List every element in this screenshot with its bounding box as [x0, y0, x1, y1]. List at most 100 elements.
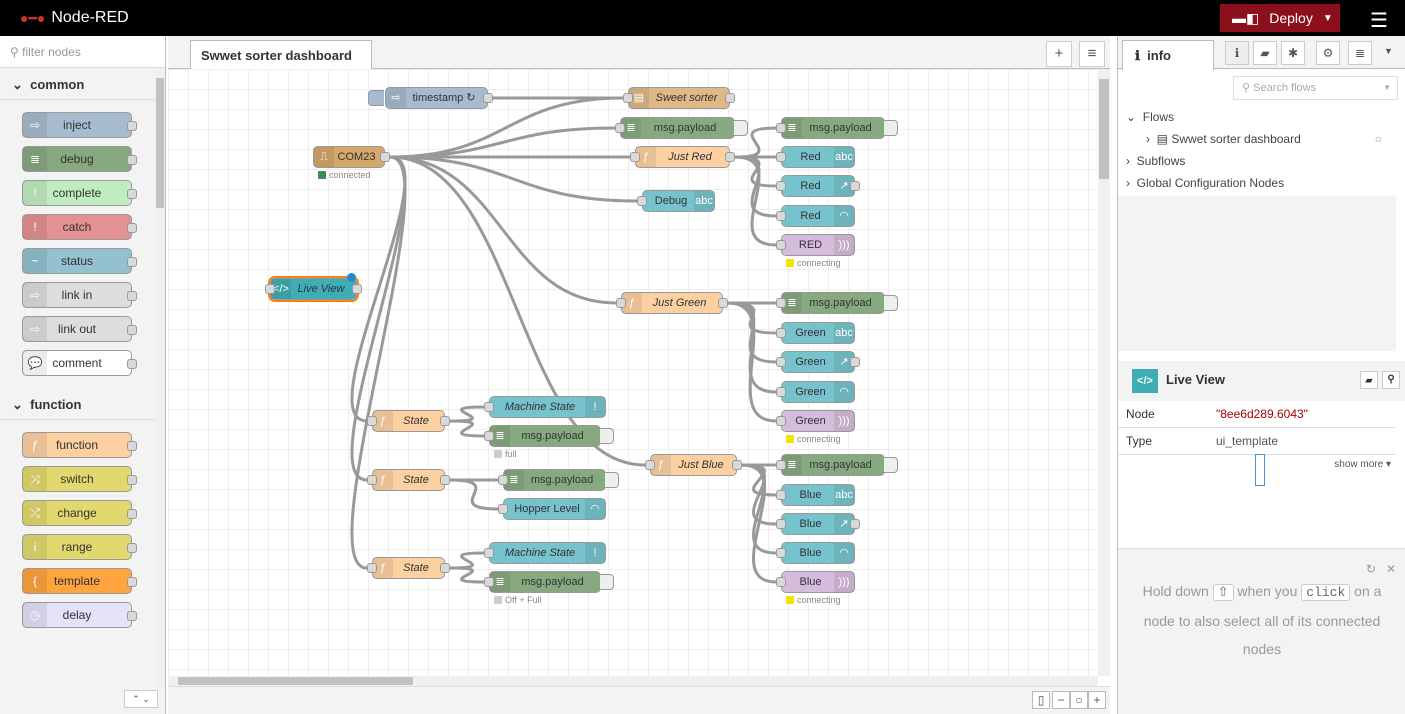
input-port[interactable] [630, 152, 640, 162]
output-port[interactable] [440, 563, 450, 573]
database-icon[interactable]: ≣ [1348, 41, 1372, 65]
palette-node-catch[interactable]: !catch [22, 214, 137, 240]
output-port[interactable] [127, 543, 137, 553]
output-port[interactable] [850, 181, 860, 191]
output-port[interactable] [127, 121, 137, 131]
output-port[interactable] [352, 284, 362, 294]
output-port[interactable] [380, 152, 390, 162]
tree-flow-item[interactable]: › ▤ Swwet sorter dashboard○ [1118, 128, 1396, 150]
input-port[interactable] [776, 460, 786, 470]
input-port[interactable] [776, 181, 786, 191]
input-port[interactable] [776, 577, 786, 587]
refresh-tip-icon[interactable]: ↻ [1365, 562, 1376, 576]
wire-com-jblue[interactable] [389, 155, 646, 467]
debug-toggle[interactable] [734, 120, 748, 136]
output-port[interactable] [483, 93, 493, 103]
flow-node-hop[interactable]: ◠Hopper Level [498, 498, 606, 520]
tree-flows[interactable]: ⌄ Flows [1126, 110, 1175, 124]
input-port[interactable] [616, 298, 626, 308]
wire-jgreen-g4[interactable] [727, 301, 777, 423]
output-port[interactable] [850, 519, 860, 529]
palette-category-common[interactable]: ⌄ common [0, 68, 165, 100]
output-port[interactable] [127, 509, 137, 519]
input-port[interactable] [776, 387, 786, 397]
debug-toggle[interactable] [884, 457, 898, 473]
info-icon[interactable]: ℹ [1225, 41, 1249, 65]
inject-button[interactable] [368, 90, 384, 106]
wire-com-jgreen[interactable] [389, 155, 617, 305]
input-port[interactable] [776, 416, 786, 426]
zoom-reset-button[interactable]: ○ [1070, 691, 1088, 709]
canvas-vertical-scrollbar[interactable] [1098, 69, 1110, 676]
output-port[interactable] [440, 475, 450, 485]
flow-node-gdbg[interactable]: ≣msg.payload [776, 292, 898, 314]
debug-toggle[interactable] [600, 574, 614, 590]
input-port[interactable] [776, 328, 786, 338]
close-tip-icon[interactable]: ✕ [1385, 562, 1396, 576]
input-port[interactable] [776, 519, 786, 529]
input-port[interactable] [367, 416, 377, 426]
input-port[interactable] [637, 196, 647, 206]
flow-node-g3[interactable]: ◠Green [776, 381, 855, 403]
input-port[interactable] [776, 211, 786, 221]
input-port[interactable] [645, 460, 655, 470]
zoom-in-button[interactable]: + [1088, 691, 1106, 709]
palette-node-delay[interactable]: ◷delay [22, 602, 137, 628]
palette-node-complete[interactable]: !complete [22, 180, 137, 206]
input-port[interactable] [776, 548, 786, 558]
flow-node-sd2[interactable]: ≣msg.payload [498, 469, 619, 491]
debug-toggle[interactable] [884, 295, 898, 311]
filter-nodes-input[interactable]: ⚲ filter nodes [0, 36, 165, 68]
output-port[interactable] [127, 291, 137, 301]
book-icon[interactable]: ▰ [1253, 41, 1277, 65]
debug-toggle[interactable] [605, 472, 619, 488]
palette-node-template[interactable]: {template [22, 568, 137, 594]
input-port[interactable] [484, 548, 494, 558]
output-port[interactable] [127, 223, 137, 233]
input-port[interactable] [776, 152, 786, 162]
input-port[interactable] [367, 475, 377, 485]
palette-scrollbar[interactable] [155, 68, 165, 686]
flow-node-rdbg[interactable]: ≣msg.payload [776, 117, 898, 139]
tab-flow[interactable]: Swwet sorter dashboard [190, 40, 372, 70]
input-port[interactable] [776, 123, 786, 133]
output-port[interactable] [127, 475, 137, 485]
canvas-horizontal-scrollbar[interactable] [168, 676, 1098, 686]
deploy-dropdown-icon[interactable]: ▼ [1322, 12, 1333, 24]
flow-canvas[interactable]: ⇨timestamp ↻▤Sweet sorter≣msg.payload⎍CO… [168, 69, 1098, 676]
wire-st3-ms3[interactable] [449, 551, 485, 570]
search-flows-input[interactable]: ⚲ Search flows▼ [1233, 76, 1398, 100]
input-port[interactable] [615, 123, 625, 133]
output-port[interactable] [127, 257, 137, 267]
palette-node-comment[interactable]: 💬comment [22, 350, 137, 376]
palette-node-link-out[interactable]: ⇨link out [22, 316, 137, 342]
output-port[interactable] [127, 189, 137, 199]
wire-st1-ms1[interactable] [449, 405, 485, 423]
input-port[interactable] [623, 93, 633, 103]
list-flows-button[interactable]: ≡ [1079, 41, 1105, 67]
tree-subflows[interactable]: › Subflows [1126, 154, 1186, 168]
search-dropdown-icon[interactable]: ▼ [1383, 83, 1391, 92]
output-port[interactable] [127, 359, 137, 369]
debug-toggle[interactable] [600, 428, 614, 444]
navigator-icon[interactable]: ▯ [1032, 691, 1050, 709]
sidebar-dropdown-icon[interactable]: ▼ [1384, 46, 1393, 56]
show-more-link[interactable]: show more ▾ [1334, 459, 1391, 470]
flow-node-ms3[interactable]: !Machine State [484, 542, 606, 564]
debug-bug-icon[interactable]: ✱ [1281, 41, 1305, 65]
input-port[interactable] [776, 240, 786, 250]
deploy-button[interactable]: ▬◧Deploy▼ [1220, 4, 1340, 32]
wire-jred-r4[interactable] [734, 155, 777, 247]
palette-node-inject[interactable]: ⇨inject [22, 112, 137, 138]
wire-com-dtext[interactable] [389, 155, 638, 203]
